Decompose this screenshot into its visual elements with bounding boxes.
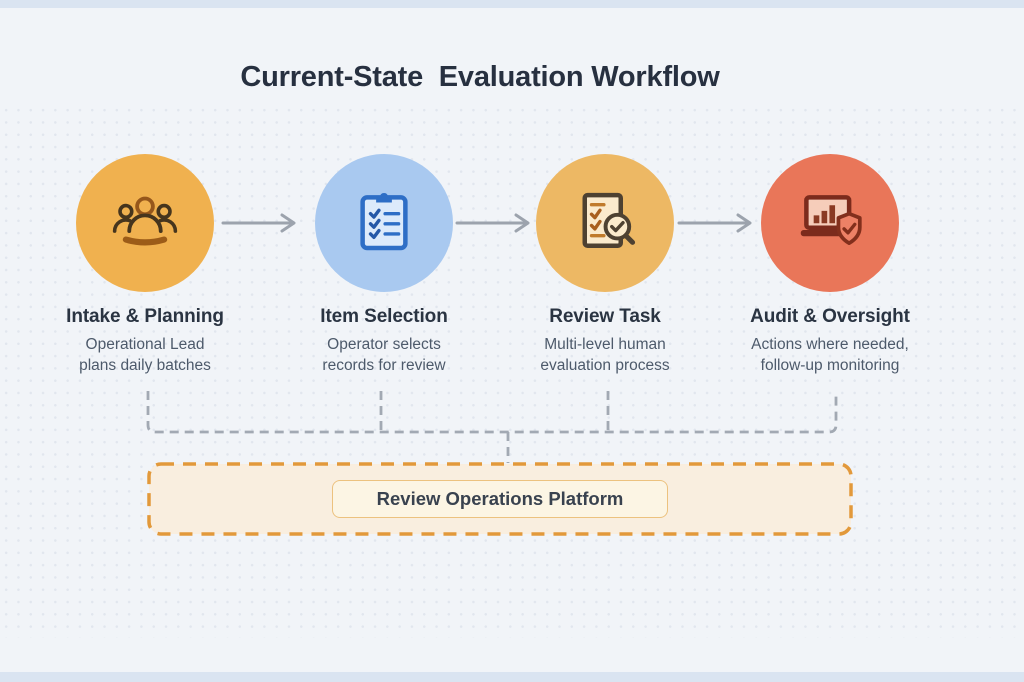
- document-search-icon: [569, 185, 641, 262]
- stage-item-selection: Item Selection Operator selects records …: [269, 154, 499, 376]
- stage-circle: [536, 154, 674, 292]
- stage-name: Audit & Oversight: [750, 306, 910, 327]
- stage-description: Actions where needed, follow-up monitori…: [751, 336, 909, 374]
- stage-circle: [315, 154, 453, 292]
- platform-label: Review Operations Platform: [331, 480, 669, 518]
- stage-name: Review Task: [549, 306, 661, 327]
- stage-audit-oversight: Audit & Oversight Actions where needed, …: [715, 154, 945, 376]
- stage-description: Operational Lead plans daily batches: [79, 336, 211, 374]
- stage-description: Operator selects records for review: [322, 336, 446, 374]
- platform-container: Review Operations Platform: [147, 462, 853, 536]
- stage-review-task: Review Task Multi-level human evaluation…: [490, 154, 720, 376]
- arrow-right-icon: [677, 213, 752, 233]
- top-edge-strip: [0, 0, 1024, 8]
- team-icon: [109, 185, 181, 262]
- page-title: Current-State Evaluation Workflow: [240, 61, 720, 93]
- arrow-right-icon: [221, 213, 296, 233]
- stage-intake-planning: Intake & Planning Operational Lead plans…: [30, 154, 260, 376]
- dashed-connector-lines: [146, 391, 838, 463]
- arrow-right-icon: [455, 213, 530, 233]
- bottom-edge-strip: [0, 672, 1024, 682]
- stage-name: Item Selection: [320, 306, 448, 327]
- stage-description: Multi-level human evaluation process: [540, 336, 670, 374]
- clipboard-checklist-icon: [348, 185, 420, 262]
- stage-circle: [761, 154, 899, 292]
- laptop-shield-icon: [794, 185, 866, 262]
- stage-name: Intake & Planning: [66, 306, 224, 327]
- stage-circle: [76, 154, 214, 292]
- platform-box: Review Operations Platform: [147, 462, 853, 536]
